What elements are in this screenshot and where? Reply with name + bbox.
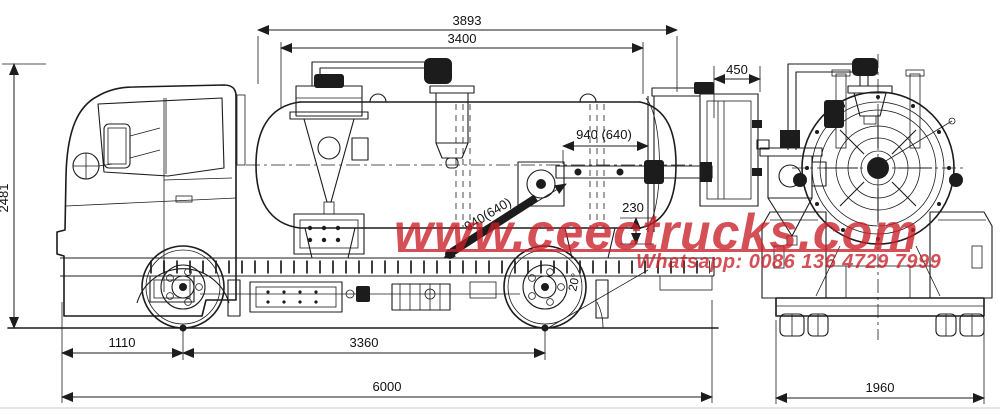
dim-label-front-overhang: 1110 (109, 335, 136, 350)
dim-label-overall-length: 6000 (373, 379, 402, 394)
departure-angle-line (547, 269, 649, 329)
toolbox (249, 281, 343, 313)
battery-box (391, 283, 451, 311)
dim-overall-top: 3893 (257, 13, 678, 92)
cab-window (97, 97, 225, 177)
dim-rear-door: 450 (713, 62, 761, 118)
dim-label-overall-top: 3893 (453, 13, 482, 28)
dim-rear-offset: 230 (620, 200, 654, 245)
front-wheel-arch (136, 268, 230, 304)
rear-body (761, 211, 993, 337)
dim-label-departure-angle: 20° (565, 272, 583, 293)
dim-label-wheelbase: 3360 (350, 335, 379, 350)
cab (56, 84, 246, 317)
watermark-underline (398, 249, 910, 252)
scan-edge-line (0, 407, 1000, 409)
side-view (7, 58, 770, 329)
rear-door (699, 93, 759, 207)
dim-bottom: 1110 3360 6000 (61, 300, 713, 403)
mirror (103, 123, 131, 169)
rear-piping (787, 58, 925, 150)
dim-label-tank-length: 3400 (448, 31, 477, 46)
dim-tank-length: 3400 (280, 31, 644, 108)
front-mudflap (227, 279, 241, 317)
dim-boom-diagonal: 940(640) (443, 183, 567, 259)
rear-view (759, 54, 993, 340)
dim-boom-horizontal: 940 (640) (562, 127, 649, 164)
dim-rear-track: 1960 (775, 320, 985, 404)
air-intake (236, 94, 246, 166)
dim-label-rear-offset: 230 (622, 200, 644, 215)
dim-label-overall-height: 2481 (0, 184, 11, 213)
door-handle (175, 195, 193, 203)
dim-label-rear-door: 450 (726, 62, 748, 77)
tank-rear-head (801, 91, 955, 245)
rear-bumper (775, 297, 985, 317)
rear-cyclone (759, 130, 827, 246)
dim-label-boom-horizontal: 940 (640) (576, 127, 632, 142)
vacuum-filter (429, 85, 475, 94)
tank (246, 93, 692, 259)
dim-label-rear-track: 1960 (866, 380, 895, 395)
top-piping (311, 58, 475, 169)
cyclone-separator (289, 74, 369, 255)
door-hinge (651, 87, 701, 97)
dim-overall-height: 2481 (0, 63, 46, 329)
chassis (60, 257, 715, 319)
